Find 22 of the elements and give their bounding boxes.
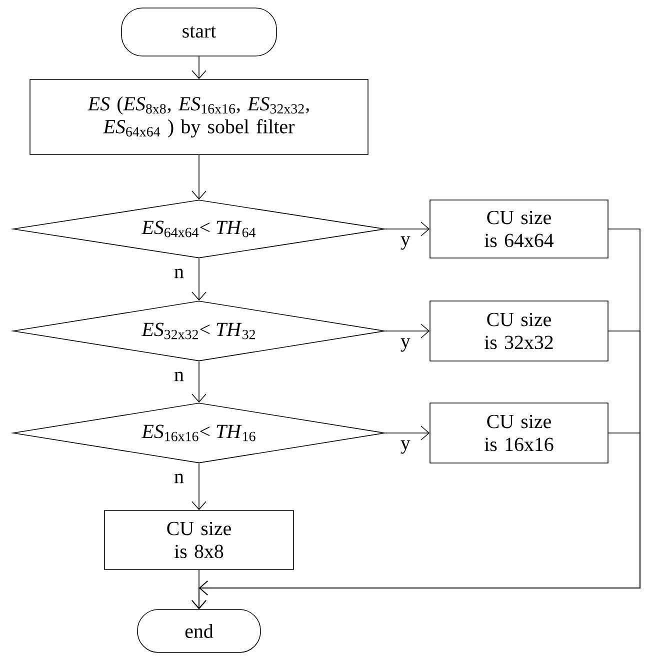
edge-label: y	[400, 236, 410, 250]
process-box: CU size is 64x64	[430, 200, 608, 258]
arrow	[192, 56, 206, 80]
arrow	[192, 432, 640, 610]
edge-label: n	[174, 474, 184, 484]
edge-label: n	[174, 268, 184, 278]
process-box: CU size is 32x32	[430, 300, 608, 362]
arrow	[192, 258, 206, 301]
process-box: CU size is 8x8	[104, 510, 294, 570]
arrow	[385, 222, 430, 236]
process-box: ES (ES$_{8x8}$, ES$_{16x16}$, ES$_{32x32}$, ES$_{64x64}$ ) by sobel filter	[30, 79, 368, 155]
end-terminal: end	[137, 609, 261, 653]
arrow	[192, 361, 206, 403]
process-box: CU size is 16x16	[430, 402, 608, 464]
arrow	[192, 154, 206, 200]
arrow	[385, 426, 430, 440]
start-terminal: start	[121, 8, 277, 56]
edge-label: y	[400, 440, 410, 454]
arrow	[192, 463, 206, 510]
edge-label: n	[174, 372, 184, 382]
edge-label: y	[400, 338, 410, 352]
arrow	[385, 324, 430, 338]
